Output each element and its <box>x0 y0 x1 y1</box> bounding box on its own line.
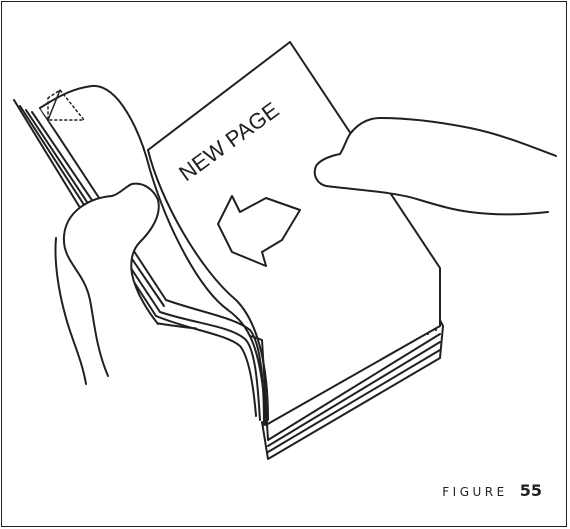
left-hand <box>55 184 158 384</box>
figure-caption: FIGURE 55 <box>442 481 542 500</box>
figure-caption-word: FIGURE <box>442 485 507 499</box>
figure-caption-number: 55 <box>520 481 542 500</box>
new-page-label: NEW PAGE <box>174 97 283 186</box>
